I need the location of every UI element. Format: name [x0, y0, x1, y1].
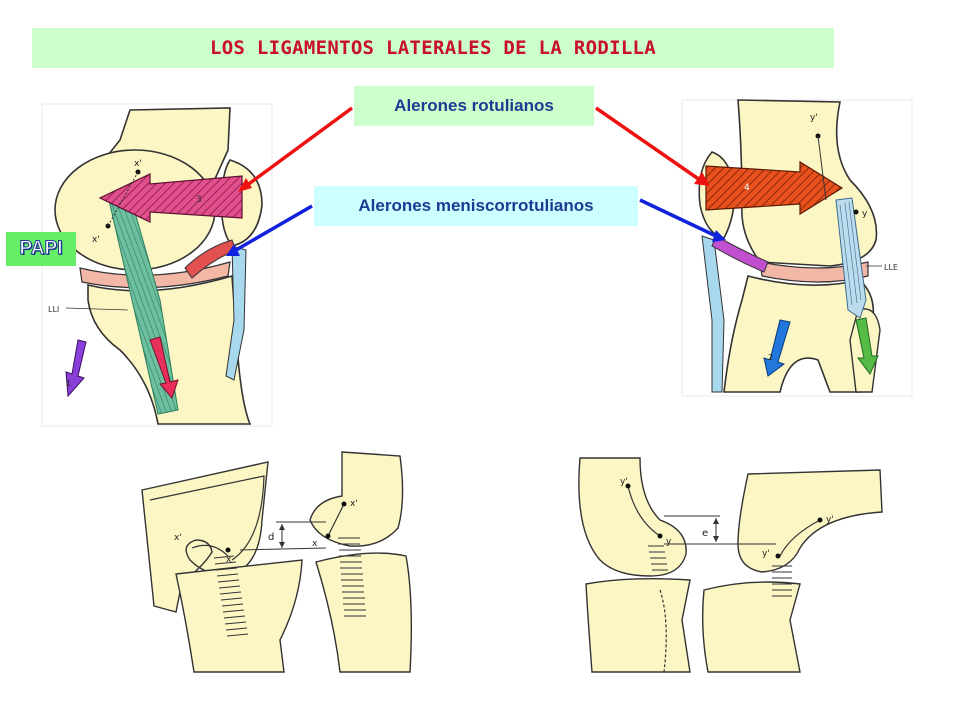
- bottom-left-schematic: x' x x' x d: [141, 451, 413, 673]
- right-number-2: 2: [768, 353, 773, 362]
- label-alerones-rotulianos: Alerones rotulianos: [354, 86, 594, 126]
- br-distance-e: e: [702, 528, 708, 539]
- bottom-right-schematic: y' y y' y' e: [578, 457, 883, 673]
- bl-distance-d: d: [268, 532, 274, 543]
- left-number-3: 3: [196, 195, 202, 205]
- title-banner: LOS LIGAMENTOS LATERALES DE LA RODILLA: [32, 28, 834, 68]
- left-ligament-label: LLI: [48, 305, 59, 314]
- bl-label-x4: x: [312, 539, 318, 549]
- right-ligament-label: LLE: [884, 263, 898, 272]
- pointer-arrows: [226, 106, 726, 256]
- bl-label-x2: x: [226, 555, 232, 565]
- right-knee-diagram: 4 2 y' y LLE: [681, 99, 913, 397]
- bl-label-x3: x': [350, 499, 358, 509]
- bl-label-x1: x': [174, 533, 182, 543]
- right-label-y-prime: y': [810, 113, 818, 123]
- left-label-x: x': [92, 235, 100, 245]
- papi-label: PAPI: [6, 232, 76, 266]
- right-label-y: y: [862, 209, 868, 219]
- left-label-x-prime: x': [134, 159, 142, 169]
- label-alerones-meniscorrotulianos: Alerones meniscorrotulianos: [314, 186, 638, 226]
- br-label-y1: y': [620, 477, 628, 487]
- right-number-4: 4: [744, 183, 750, 193]
- left-number-1: 1: [66, 379, 71, 388]
- left-knee-diagram: 3 1 x' x' LLI: [41, 103, 273, 427]
- right-point-y: [853, 209, 859, 215]
- br-label-y2: y: [666, 537, 672, 547]
- br-label-y4: y': [762, 549, 770, 559]
- page-title: LOS LIGAMENTOS LATERALES DE LA RODILLA: [209, 37, 657, 59]
- br-label-y3: y': [826, 515, 834, 525]
